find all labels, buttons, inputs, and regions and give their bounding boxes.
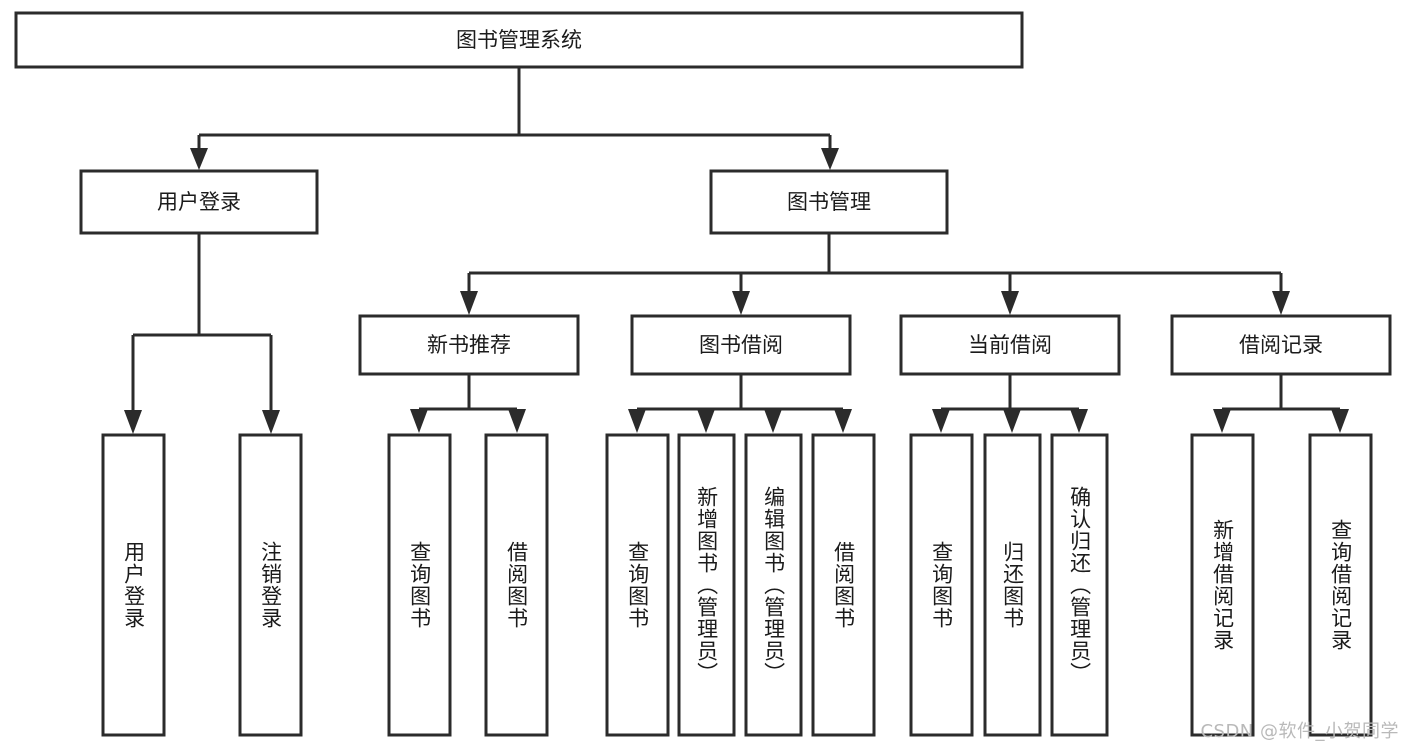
- arrow-head-edit-book: [764, 409, 782, 433]
- node-book-management-label: 图书管理: [787, 190, 871, 214]
- edge-group: [124, 67, 1349, 434]
- node-user-login-label: 用户登录: [157, 190, 241, 214]
- leaf-box-borrow-book-1[interactable]: [484, 433, 549, 737]
- leaf-box-return-book[interactable]: [983, 433, 1042, 737]
- node-borrow-record-box[interactable]: [1170, 314, 1392, 376]
- arrow-head-borrow-book-2: [834, 409, 852, 433]
- node-book-borrow-label: 图书借阅: [699, 333, 783, 357]
- arrow-head-query-book-1: [410, 409, 428, 433]
- leaf-box-group: [101, 433, 1373, 737]
- node-root-box[interactable]: [14, 11, 1024, 69]
- arrow-head-query-book-3: [932, 409, 950, 433]
- arrow-head-record: [1272, 291, 1290, 315]
- node-current-borrow[interactable]: 当前借阅: [899, 314, 1121, 376]
- leaf-box-confirm-return[interactable]: [1050, 433, 1109, 737]
- arrow-head-borrow: [732, 291, 750, 315]
- arrow-head-current: [1001, 291, 1019, 315]
- node-book-management[interactable]: 图书管理: [709, 169, 949, 235]
- leaf-box-user-login[interactable]: [101, 433, 166, 737]
- node-book-borrow[interactable]: 图书借阅: [630, 314, 852, 376]
- arrow-head-return-book: [1003, 409, 1021, 433]
- node-current-borrow-label: 当前借阅: [968, 333, 1052, 357]
- node-current-borrow-box[interactable]: [899, 314, 1121, 376]
- node-new-book-recommend-label: 新书推荐: [427, 333, 511, 357]
- arrow-head-query-record: [1331, 409, 1349, 433]
- leaf-box-query-book-3[interactable]: [909, 433, 974, 737]
- arrow-head-login: [190, 148, 208, 170]
- arrow-head-add-book: [697, 409, 715, 433]
- arrow-head-newbook: [460, 291, 478, 315]
- watermark-text: CSDN @软件_小贺同学: [1200, 721, 1399, 742]
- arrow-head-query-book-2: [628, 409, 646, 433]
- arrow-head-confirm-return: [1070, 409, 1088, 433]
- leaf-box-add-book[interactable]: [677, 433, 736, 737]
- node-borrow-record-label: 借阅记录: [1239, 333, 1323, 357]
- arrow-head-borrow-book-1: [508, 409, 526, 433]
- leaf-box-logout[interactable]: [238, 433, 303, 737]
- node-user-login-box[interactable]: [79, 169, 319, 235]
- leaf-box-borrow-book-2[interactable]: [811, 433, 876, 737]
- arrow-head-bookmgmt: [821, 148, 839, 170]
- arrow-head-user-login: [124, 410, 142, 434]
- node-book-management-box[interactable]: [709, 169, 949, 235]
- leaf-box-query-book-1[interactable]: [387, 433, 452, 737]
- node-root[interactable]: 图书管理系统: [14, 11, 1024, 69]
- node-root-label: 图书管理系统: [456, 28, 582, 52]
- leaf-box-query-record[interactable]: [1308, 433, 1373, 737]
- arrow-head-logout: [262, 410, 280, 434]
- leaf-box-query-book-2[interactable]: [605, 433, 670, 737]
- node-user-login[interactable]: 用户登录: [79, 169, 319, 235]
- node-new-book-recommend[interactable]: 新书推荐: [358, 314, 580, 376]
- arrow-head-add-record: [1213, 409, 1231, 433]
- node-borrow-record[interactable]: 借阅记录: [1170, 314, 1392, 376]
- node-new-book-recommend-box[interactable]: [358, 314, 580, 376]
- leaf-box-edit-book[interactable]: [744, 433, 803, 737]
- node-book-borrow-box[interactable]: [630, 314, 852, 376]
- leaf-box-add-record[interactable]: [1190, 433, 1255, 737]
